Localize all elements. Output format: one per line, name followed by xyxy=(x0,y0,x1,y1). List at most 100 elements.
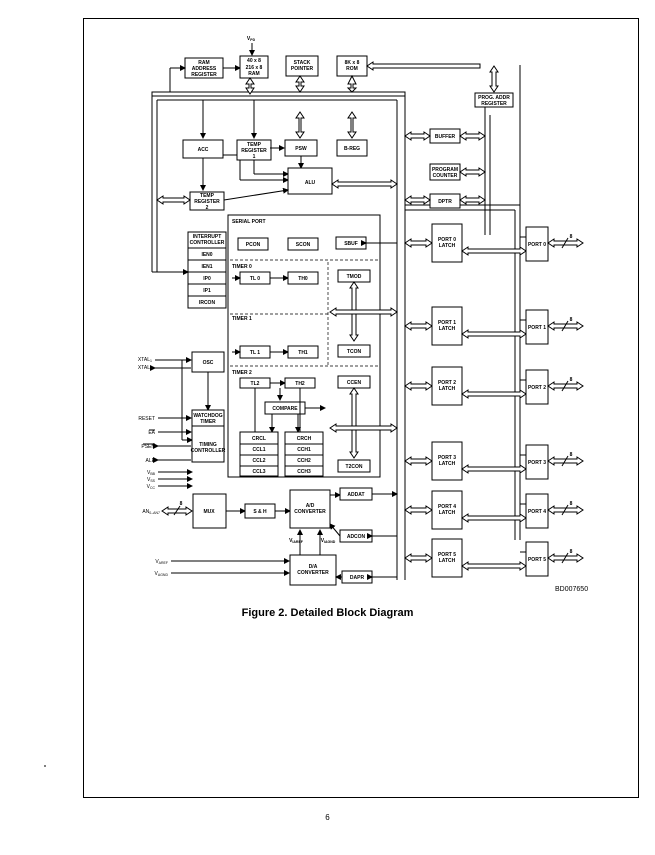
port-2-latch-label-2: LATCH xyxy=(439,386,456,392)
pc-line-1: PROGRAM xyxy=(432,167,458,173)
port-0-latch xyxy=(431,223,463,263)
port-4-latch-output-bus xyxy=(461,513,527,523)
da-line-2: CONVERTER xyxy=(297,570,329,576)
port-2-driver xyxy=(525,369,549,405)
th2-label: TH2 xyxy=(295,381,305,387)
interrupt-controller: INTERRUPT CONTROLLER IEN0 IEN1 IP0 IP1 I… xyxy=(187,231,227,309)
th0-register xyxy=(287,271,319,285)
ea-pin-label: EA xyxy=(148,430,155,436)
an-pin-label: AN0–AN7 xyxy=(142,509,160,515)
timer0-title: TIMER 0 xyxy=(232,264,252,270)
varef-pin-label: VAREF xyxy=(155,559,168,565)
temp2-line-3: 2 xyxy=(206,205,209,211)
port-2-latch xyxy=(431,366,463,406)
port-0-latch-label-2: LATCH xyxy=(439,243,456,249)
port-4-width-label: 8 xyxy=(570,501,573,507)
xtal2-pin-label: XTAL2 xyxy=(138,365,152,371)
internal-varef-label: VIAREF xyxy=(289,538,304,544)
serial-port-title: SERIAL PORT xyxy=(232,219,266,225)
pc-line-2: COUNTER xyxy=(433,173,458,179)
timer01-data-bus xyxy=(329,307,398,317)
prog-addr-line-1: PROG. ADDR xyxy=(478,95,510,101)
port-3-label: PORT 3 xyxy=(528,460,546,466)
port-2-label: PORT 2 xyxy=(528,385,546,391)
adcon-register: ADCON xyxy=(339,529,373,543)
b-register: B-REG xyxy=(336,139,368,157)
timer2-register-bus xyxy=(349,387,359,459)
port-5-latch xyxy=(431,538,463,578)
an-width-label: 8 xyxy=(180,501,183,507)
dptr-label: DPTR xyxy=(438,199,452,205)
port-1-driver xyxy=(525,309,549,345)
vbb-pin-label: VBB xyxy=(147,470,156,476)
data-pointer: DPTR xyxy=(429,193,461,209)
port-3-width-label: 8 xyxy=(570,452,573,458)
crcl-label: CRCL xyxy=(252,436,266,442)
sample-hold: S & H xyxy=(244,503,276,519)
port-2-latch-input-bus xyxy=(404,381,433,391)
temp-register-2: TEMP REGISTER 2 xyxy=(189,191,225,211)
port-1-latch-output-bus xyxy=(461,329,527,339)
port-0-label: PORT 0 xyxy=(528,242,546,248)
xtal1-pin-label: XTAL1 xyxy=(138,357,152,363)
stack-pointer: STACK POINTER xyxy=(285,55,319,77)
port-4-latch-label-1: PORT 4 xyxy=(438,504,456,510)
oscillator: OSC xyxy=(191,351,225,373)
th1-label: TH1 xyxy=(298,350,308,356)
peripheral-section: SERIAL PORT PCON SCON SBUF TIMER 0 TL 0 … xyxy=(227,214,398,478)
port-5-width-label: 8 xyxy=(570,549,573,555)
figure-caption: Figure 2. Detailed Block Diagram xyxy=(241,607,414,619)
port-0-latch-input-bus xyxy=(404,238,433,248)
port-2-width-slash xyxy=(561,380,569,392)
svg-text:VPD: VPD xyxy=(247,36,256,42)
internal-bus xyxy=(151,91,406,580)
port-5-label: PORT 5 xyxy=(528,557,546,563)
port-3-latch-label-1: PORT 3 xyxy=(438,455,456,461)
ram-addr-line-1: RAM xyxy=(198,60,209,66)
timer2-title: TIMER 2 xyxy=(232,370,252,376)
ad-converter: A/D CONVERTER xyxy=(289,489,331,529)
port-1-label: PORT 1 xyxy=(528,325,546,331)
timing-line-2: CONTROLLER xyxy=(191,448,226,454)
ccl3-label: CCL3 xyxy=(252,469,265,475)
port-1-width-slash xyxy=(561,320,569,332)
sbuf-label: SBUF xyxy=(344,241,358,247)
prog-addr-register: PROG. ADDR REGISTER xyxy=(474,92,514,108)
int-ctrl-line-1: INTERRUPT xyxy=(193,234,222,240)
timing-line-1: TIMING xyxy=(199,442,217,448)
port-0-driver xyxy=(525,226,549,262)
ram-address-register: RAM ADDRESS REGISTER xyxy=(184,57,224,79)
tcon-register xyxy=(337,344,371,358)
ad-line-2: CONVERTER xyxy=(294,509,326,515)
dapr-register: DAPR xyxy=(341,570,373,584)
internal-ram: 40 x 8 216 x 8 RAM xyxy=(239,55,269,79)
reset-pin-label: RESET xyxy=(138,416,155,422)
scon-label: SCON xyxy=(296,242,311,248)
port-3-latch-label-2: LATCH xyxy=(439,461,456,467)
buffer: BUFFER xyxy=(429,128,461,144)
ccen-label: CCEN xyxy=(347,380,362,386)
tmod-label: TMOD xyxy=(347,274,362,280)
tl2-label: TL2 xyxy=(251,381,260,387)
port-1-latch xyxy=(431,306,463,346)
ram-line-3: RAM xyxy=(248,71,259,77)
dptr-left-bus xyxy=(404,195,431,205)
port-0-width-slash xyxy=(561,237,569,249)
pcon-register xyxy=(237,237,269,251)
psw-bus-arrow xyxy=(295,111,305,139)
watchdog-line-2: TIMER xyxy=(200,419,216,425)
t2con-label: T2CON xyxy=(346,464,363,470)
cch1-label: CCH1 xyxy=(297,447,311,453)
ccl1-label: CCL1 xyxy=(252,447,265,453)
port-1-latch-label-1: PORT 1 xyxy=(438,320,456,326)
temp1-line-2: REGISTER xyxy=(241,148,267,154)
ircon-label: IRCON xyxy=(199,300,216,306)
ad-line-1: A/D xyxy=(306,503,315,509)
buffer-right-bus xyxy=(459,131,486,141)
timer1-title: TIMER 1 xyxy=(232,316,252,322)
port-0-latch-output-bus xyxy=(461,246,527,256)
port-5-latch-label-2: LATCH xyxy=(439,558,456,564)
port-bus xyxy=(405,65,521,540)
temp2-line-2: REGISTER xyxy=(194,199,220,205)
